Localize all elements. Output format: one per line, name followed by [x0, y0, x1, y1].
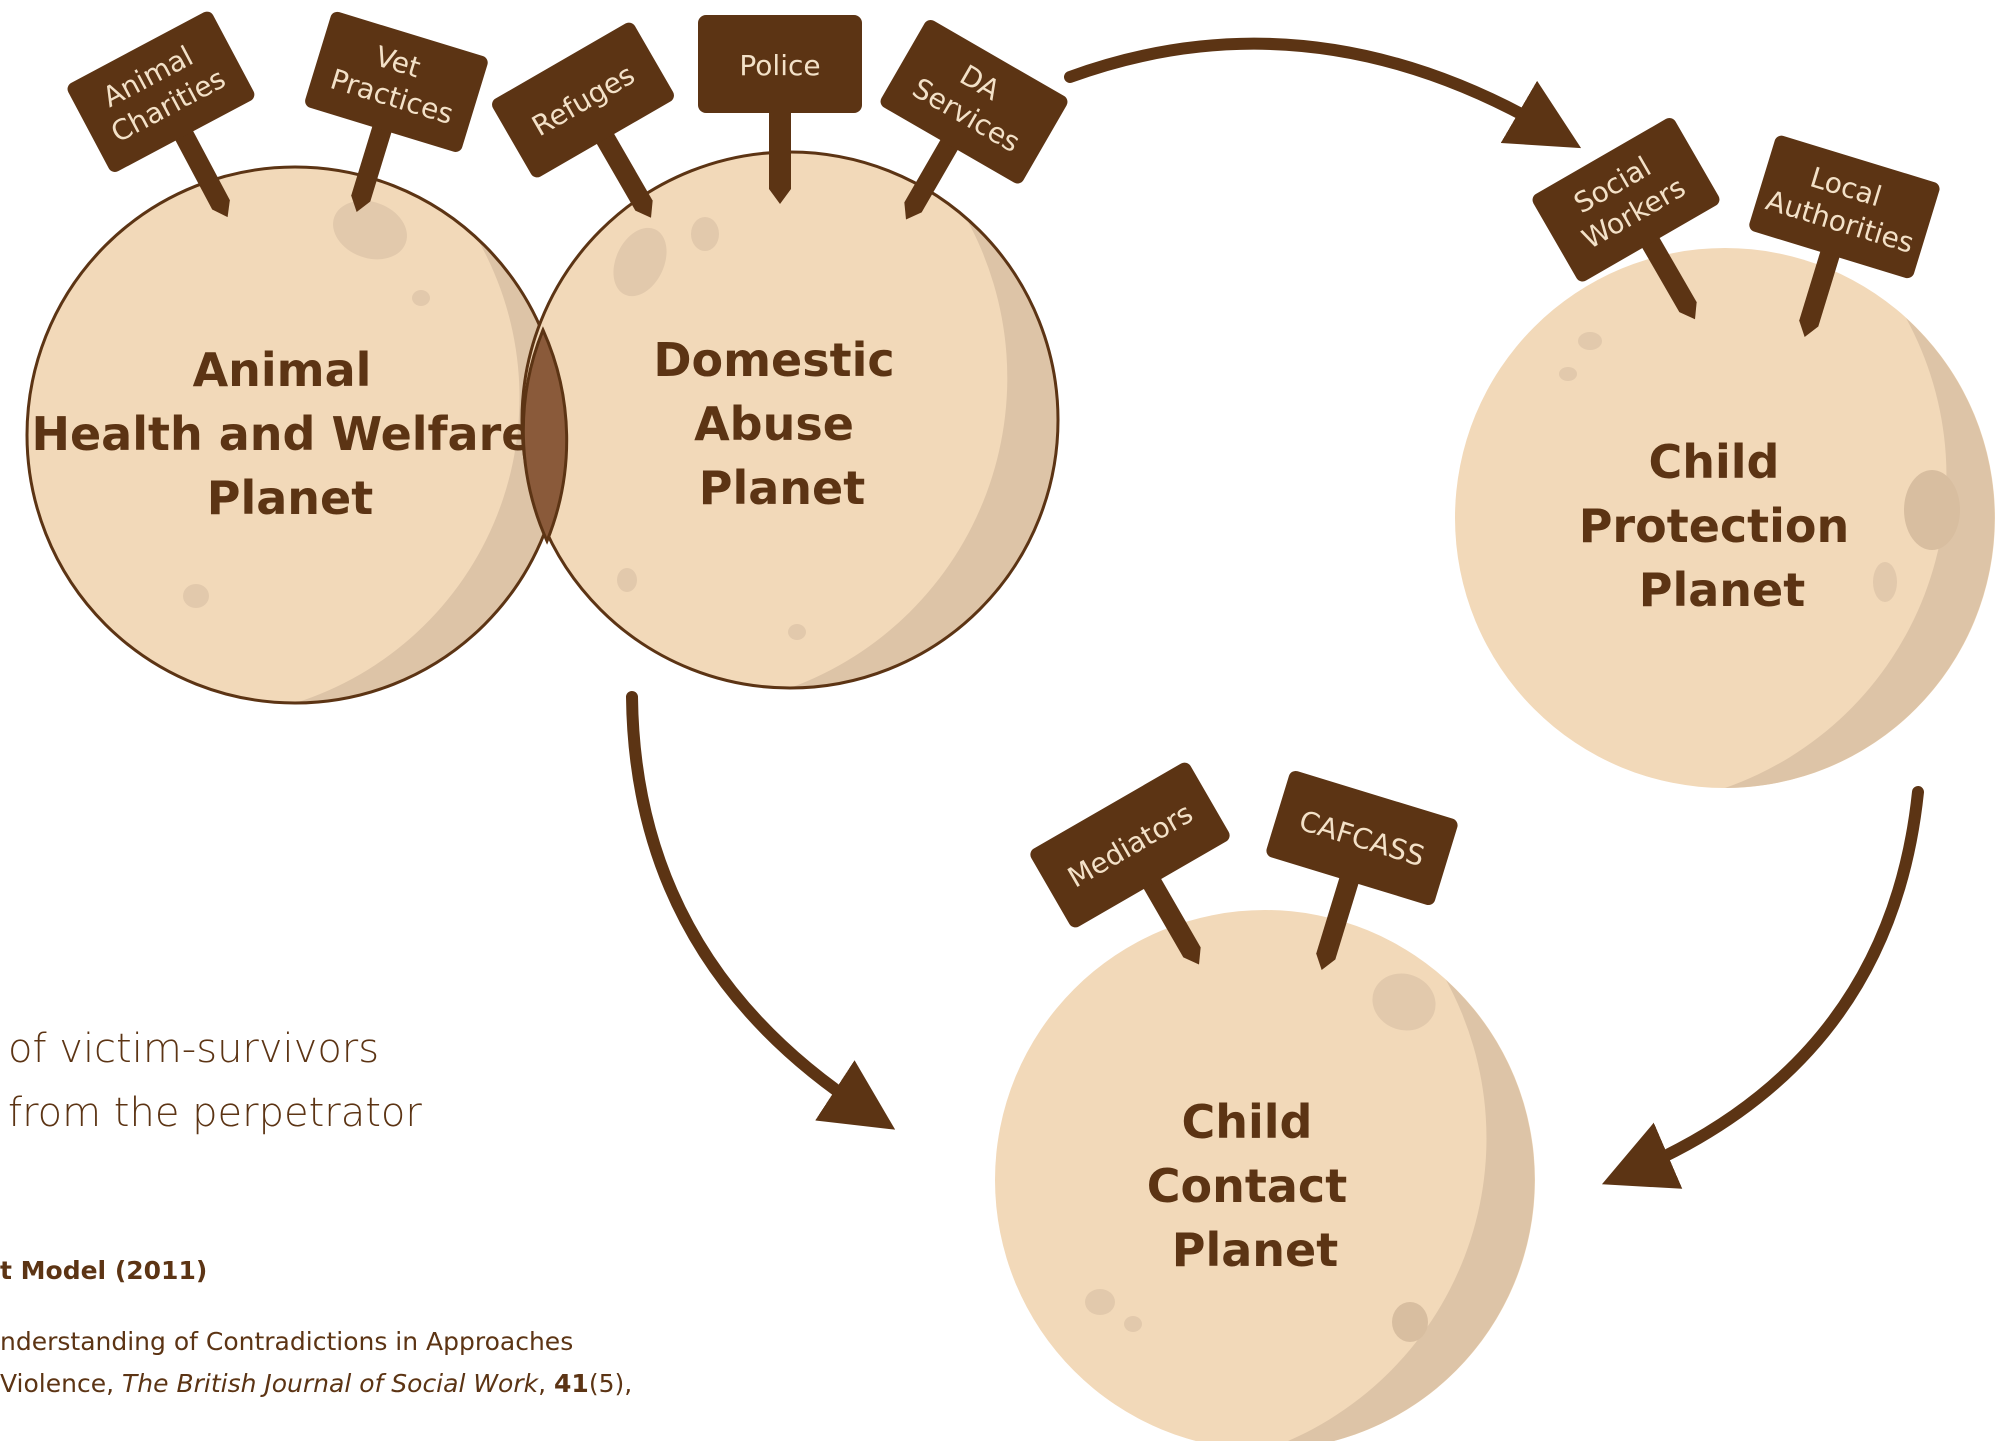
svg-text:Child Contact Plan: Child Contact Planet — [1147, 1095, 1363, 1277]
planet-child-protection: Child Protection Planet — [1455, 248, 1995, 788]
citation-journal: The British Journal of Social Work — [122, 1369, 539, 1398]
planet-title-animal-3: Planet — [207, 471, 373, 525]
planet-overlap — [521, 326, 569, 545]
svg-text:Police: Police — [739, 49, 820, 82]
crater — [1559, 367, 1577, 381]
planet-animal-health-welfare: Animal Health and Welfare Planet — [25, 165, 565, 705]
sign-label-police: Police — [739, 49, 820, 82]
citation-line-2: Violence, The British Journal of Social … — [0, 1362, 632, 1406]
signpost-police: Police — [698, 15, 862, 204]
caption-line-1: of victim-survivors — [8, 1026, 380, 1072]
planet-child-contact: Child Contact Planet — [995, 910, 1535, 1441]
crater — [613, 227, 667, 297]
signpost-da-services: DA Services — [880, 19, 1068, 220]
planet-title-domestic-2: Abuse — [694, 397, 854, 451]
signpost-animal-charities: Animal Charities — [67, 11, 255, 218]
crater — [617, 568, 637, 592]
citation-line-2-start: Violence, — [0, 1369, 122, 1398]
crater — [412, 290, 430, 306]
arrow-domestic-to-protection — [1064, 37, 1582, 149]
planet-title-protection-1: Child — [1649, 435, 1780, 489]
crater — [1372, 973, 1436, 1031]
planet-title-contact-3: Planet — [1172, 1223, 1338, 1277]
planet-title-domestic-1: Domestic — [653, 333, 894, 387]
crater — [1124, 1316, 1142, 1332]
arrow-domestic-to-contact — [626, 691, 896, 1130]
planet-title-domestic-3: Planet — [699, 461, 865, 515]
arrow-protection-to-contact — [1601, 786, 1924, 1189]
citation-volume: 41 — [554, 1369, 589, 1398]
planet-title-contact-1: Child — [1182, 1095, 1313, 1149]
crater — [1085, 1289, 1115, 1315]
crater — [1392, 1302, 1428, 1342]
signpost-local-authorities: Local Authorities — [1749, 135, 1940, 337]
crater — [691, 217, 719, 251]
planet-title-contact-2: Contact — [1147, 1159, 1347, 1213]
planet-domestic-abuse: Domestic Abuse Planet — [333, 150, 1060, 690]
planet-title-protection-3: Planet — [1639, 563, 1805, 617]
signpost-cafcass: CAFCASS — [1266, 770, 1458, 970]
crater — [1904, 470, 1960, 550]
planet-title-animal-1: Animal — [193, 343, 372, 397]
crater — [1578, 332, 1602, 350]
svg-text:Child Protection P: Child Protection Planet — [1579, 435, 1866, 617]
citation-sep: , — [538, 1369, 555, 1398]
citation-issue: (5), — [588, 1369, 633, 1398]
signpost-refuges: Refuges — [492, 22, 674, 218]
svg-text:Domestic Abuse Pla: Domestic Abuse Planet — [653, 333, 910, 515]
planet-title-protection-2: Protection — [1579, 499, 1850, 553]
crater — [788, 624, 806, 640]
model-label: t Model (2011) — [0, 1256, 208, 1285]
citation-line-1: nderstanding of Contradictions in Approa… — [0, 1327, 574, 1356]
crater — [1873, 562, 1897, 602]
planet-title-animal-2: Health and Welfare — [31, 407, 532, 461]
crater — [183, 584, 209, 608]
crater — [333, 200, 407, 260]
caption-line-2: from the perpetrator — [8, 1090, 422, 1136]
svg-text:Animal Health and Welfar: Animal Health and Welfare Planet — [31, 343, 548, 525]
